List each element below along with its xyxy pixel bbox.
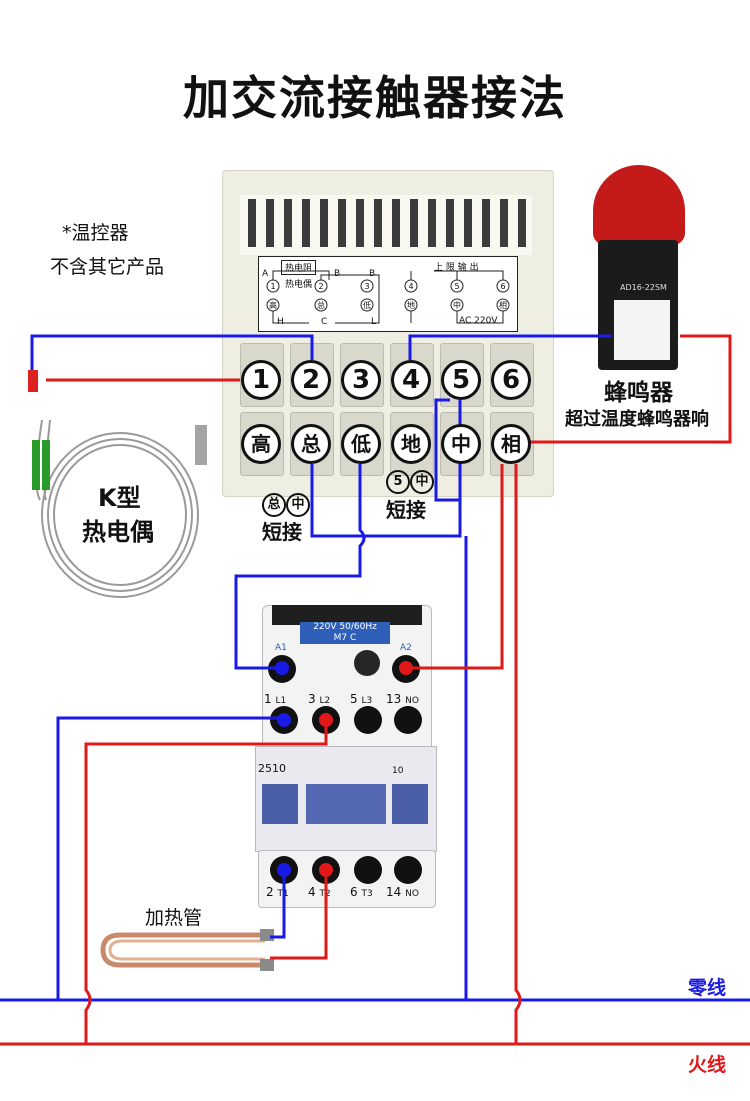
short-right-b: 中 [410, 470, 434, 494]
panel-circuit-svg: 1 2 3 4 5 6 高 总 低 地 中 相 [266, 270, 510, 324]
contactor-model-right: 10 [392, 766, 404, 776]
live-label: 火线 [688, 1054, 727, 1076]
svg-text:地: 地 [407, 300, 415, 310]
svg-text:5: 5 [454, 282, 459, 291]
panel-letter-b1: B [334, 269, 341, 279]
wire-buzzer-blue [408, 334, 612, 360]
coil-label-2: M7 C [333, 633, 357, 643]
top-term-label-3: 3 L2 [308, 692, 331, 706]
svg-text:3: 3 [364, 282, 369, 291]
terminal-l3 [354, 706, 382, 734]
wire-xiang-live [514, 464, 522, 1044]
contactor-coil-badge: 220V 50/60Hz M7 C [300, 622, 390, 644]
controller-vent [240, 195, 532, 255]
svg-text:1: 1 [270, 282, 275, 291]
terminal-4: 4 [391, 360, 431, 400]
buzzer-name: 蜂鸣器 [604, 380, 673, 406]
top-term-label-5: 5 L3 [350, 692, 373, 706]
contactor-a2: A2 [400, 643, 412, 653]
wire-l2-live [84, 720, 328, 1044]
panel-thermo: 热电偶 [285, 280, 313, 290]
terminal-xiang: 相 [491, 424, 531, 464]
panel-letter-a: A [262, 269, 269, 279]
svg-text:4: 4 [408, 282, 413, 291]
note-line-1: *温控器 [62, 222, 129, 244]
contactor-a1: A1 [275, 643, 287, 653]
wire-short-zong-zhong [310, 464, 462, 538]
terminal-13 [394, 706, 422, 734]
terminal-gao: 高 [241, 424, 281, 464]
wire-xiang-a2 [406, 464, 504, 670]
svg-text:6: 6 [500, 282, 505, 291]
svg-text:总: 总 [317, 300, 325, 310]
panel-letter-c: C [321, 317, 328, 327]
neutral-label: 零线 [688, 977, 727, 999]
terminal-di: 低 [341, 424, 381, 464]
contactor-model-left: 2510 [258, 762, 286, 775]
svg-text:相: 相 [499, 300, 507, 310]
terminal-zhong: 中 [441, 424, 481, 464]
svg-text:中: 中 [453, 300, 461, 310]
coil-label: 220V 50/60Hz [313, 622, 377, 632]
short-left-b: 中 [286, 493, 310, 517]
contactor-contact-right [392, 784, 428, 824]
wire-t2-heater [270, 870, 328, 960]
terminal-2: 2 [291, 360, 331, 400]
short-left-a: 总 [262, 493, 286, 517]
thermocouple-illustration [28, 370, 207, 598]
terminal-t3 [354, 856, 382, 884]
short-right-text: 短接 [386, 498, 426, 522]
thermocouple-label-2: 热电偶 [82, 518, 154, 546]
short-right-a: 5 [386, 470, 410, 494]
buzzer-cap [593, 165, 685, 245]
terminal-1: 1 [241, 360, 281, 400]
controller-wiring-label: 热电阻 热电偶 上 限 输 出 AC 220V A B B H C L 1 2 3 … [258, 256, 518, 332]
terminal-de: 地 [391, 424, 431, 464]
panel-letter-b2: B [369, 269, 376, 279]
svg-text:2: 2 [318, 282, 323, 291]
terminal-zong: 总 [291, 424, 331, 464]
panel-upper-output: 上 限 输 出 [434, 263, 479, 273]
wire-tc-blue [30, 334, 314, 370]
panel-heat-res: 热电阻 [281, 260, 317, 275]
top-term-label-13: 13 NO [386, 692, 419, 706]
bottom-term-label-14: 14 NO [386, 885, 419, 899]
terminal-14 [394, 856, 422, 884]
buzzer-sticker [614, 300, 670, 360]
svg-text:高: 高 [269, 300, 277, 310]
contactor-contact-mid [306, 784, 386, 824]
thermocouple-label-1: K型 [98, 484, 141, 512]
terminal-3: 3 [341, 360, 381, 400]
svg-text:低: 低 [363, 300, 371, 310]
bottom-term-label-6: 6 T3 [350, 885, 373, 899]
contactor-contact-left [262, 784, 298, 824]
panel-ac: AC 220V [459, 316, 498, 326]
panel-letter-h: H [277, 317, 284, 327]
wire-t1-heater [270, 870, 286, 939]
buzzer-model: AD16-22SM [620, 283, 667, 292]
contactor-cap [272, 605, 422, 625]
heater-label: 加热管 [145, 907, 203, 929]
page-title: 加交流接触器接法 [183, 71, 567, 125]
terminal-6: 6 [491, 360, 531, 400]
wire-l1-neutral [56, 716, 282, 1000]
terminal-5: 5 [441, 360, 481, 400]
wire-buzzer-red [530, 334, 732, 444]
note-line-2: 不含其它产品 [50, 256, 165, 278]
short-left-text: 短接 [262, 520, 302, 544]
contactor-screw [354, 650, 380, 676]
top-term-label-1: 1 L1 [264, 692, 287, 706]
buzzer-desc: 超过温度蜂鸣器响 [565, 409, 709, 430]
panel-letter-l: L [371, 317, 377, 327]
wire-di-a1 [234, 464, 366, 670]
